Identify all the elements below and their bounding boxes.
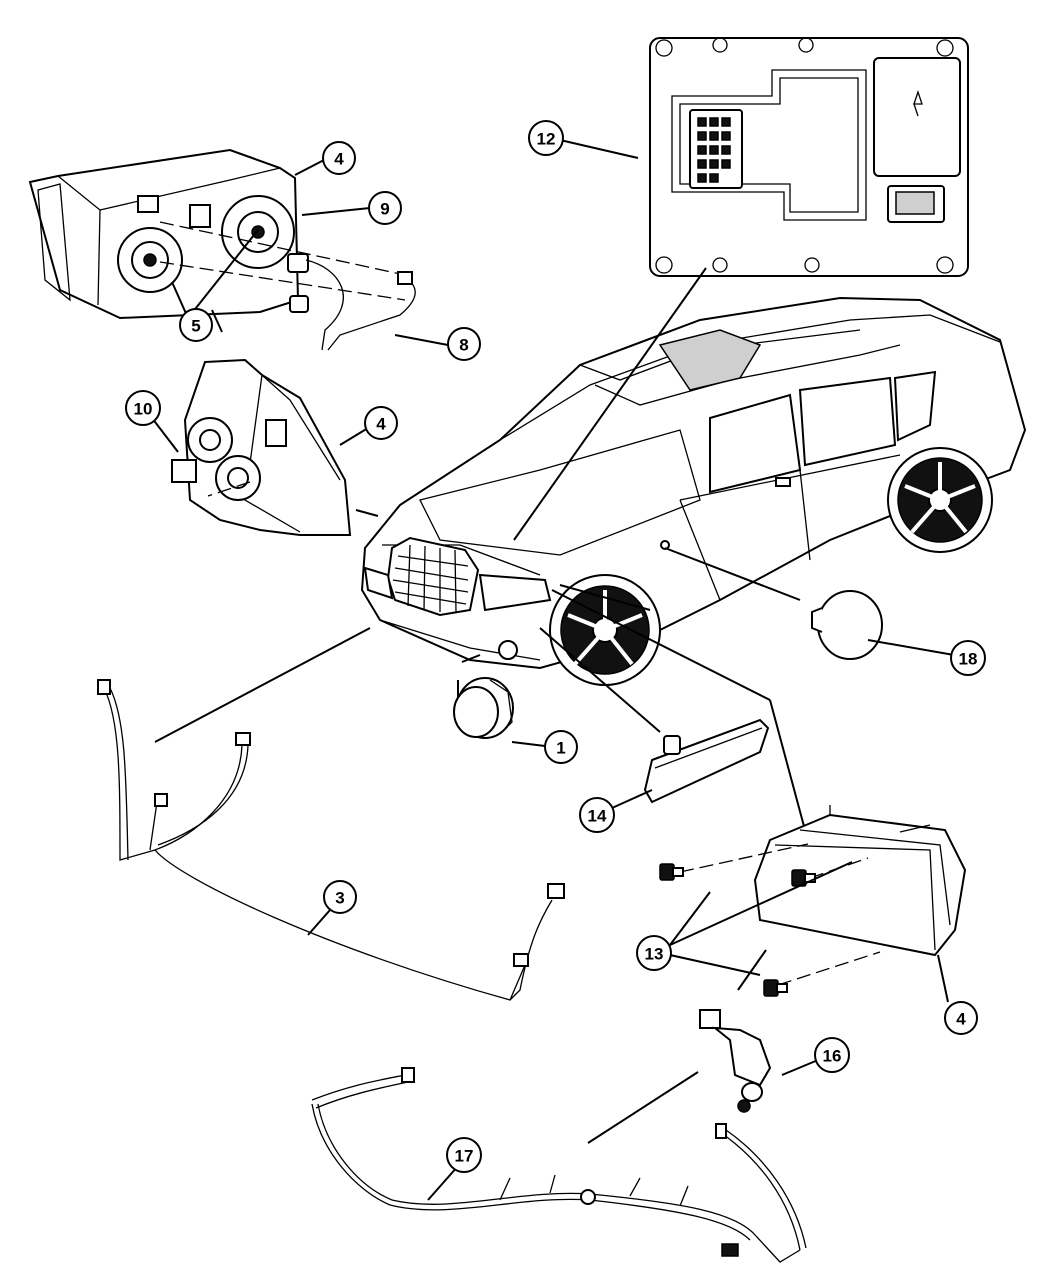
fog-lamp	[453, 677, 514, 739]
callout-1: 1	[544, 730, 578, 764]
grille-lines	[392, 544, 469, 613]
callout-4-top: 4	[322, 141, 356, 175]
connector-pins	[697, 117, 731, 183]
callout-label: 4	[956, 1010, 966, 1029]
callout-label: 8	[459, 336, 468, 355]
callout-12: 12	[528, 120, 564, 156]
callout-4-middle: 4	[364, 406, 398, 440]
callout-17: 17	[446, 1137, 482, 1173]
leveling-actuator	[699, 1009, 772, 1113]
control-module	[649, 37, 969, 277]
headlamp-middle	[171, 358, 352, 536]
callout-10: 10	[125, 390, 161, 426]
headlamp-lower	[659, 805, 967, 997]
callout-14: 14	[579, 797, 615, 833]
callout-label: 17	[455, 1147, 474, 1166]
rear-wheel-spokes	[904, 462, 976, 534]
washer-hose	[311, 1067, 807, 1263]
callout-label: 1	[556, 739, 565, 758]
car-body	[360, 296, 1027, 686]
callout-4-lower: 4	[944, 1001, 978, 1035]
callout-label: 9	[380, 200, 389, 219]
callout-8: 8	[447, 327, 481, 361]
callout-18: 18	[950, 640, 986, 676]
callout-label: 16	[823, 1047, 842, 1066]
callout-label: 13	[645, 945, 664, 964]
reference-lines	[154, 267, 806, 1144]
bolts	[659, 863, 816, 997]
wiring-harness	[97, 679, 565, 1001]
callout-label: 18	[959, 650, 978, 669]
callout-label: 14	[588, 807, 607, 826]
callout-label: 5	[191, 317, 200, 336]
callout-16: 16	[814, 1037, 850, 1073]
callout-13: 13	[636, 935, 672, 971]
callout-label: 3	[335, 889, 344, 908]
callout-label: 12	[537, 130, 556, 149]
headlamp-upper	[28, 148, 416, 351]
callout-label: 4	[376, 415, 386, 434]
callout-label: 10	[134, 400, 153, 419]
callout-label: 4	[334, 150, 344, 169]
callout-leaders	[151, 139, 955, 1201]
callout-3: 3	[323, 880, 357, 914]
side-marker	[643, 718, 770, 804]
marker-cap	[811, 590, 883, 660]
callout-9: 9	[368, 191, 402, 225]
callout-5: 5	[179, 308, 213, 342]
